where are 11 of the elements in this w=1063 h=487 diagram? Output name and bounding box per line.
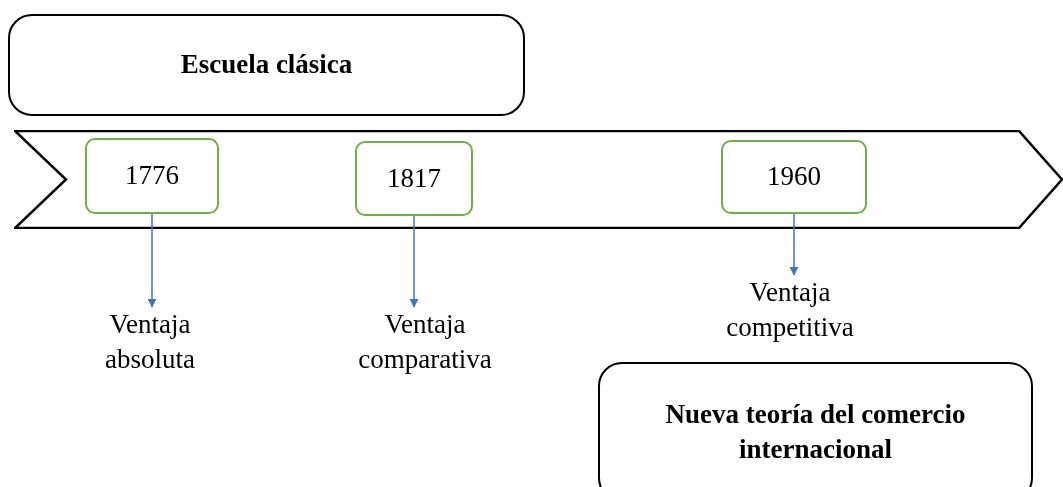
year-box: 1817 (355, 141, 473, 216)
arrow (789, 213, 799, 276)
heading-box: Escuela clásica (8, 14, 525, 116)
arrow (409, 215, 419, 308)
year-box: 1960 (721, 140, 867, 214)
concept-label: Ventaja competitiva (725, 275, 855, 344)
concept-label: Ventaja comparativa (357, 307, 493, 376)
arrow (147, 213, 157, 308)
heading-box: Nueva teoría del comercio internacional (598, 362, 1033, 487)
concept-label: Ventaja absoluta (104, 307, 196, 376)
year-box: 1776 (85, 138, 219, 214)
